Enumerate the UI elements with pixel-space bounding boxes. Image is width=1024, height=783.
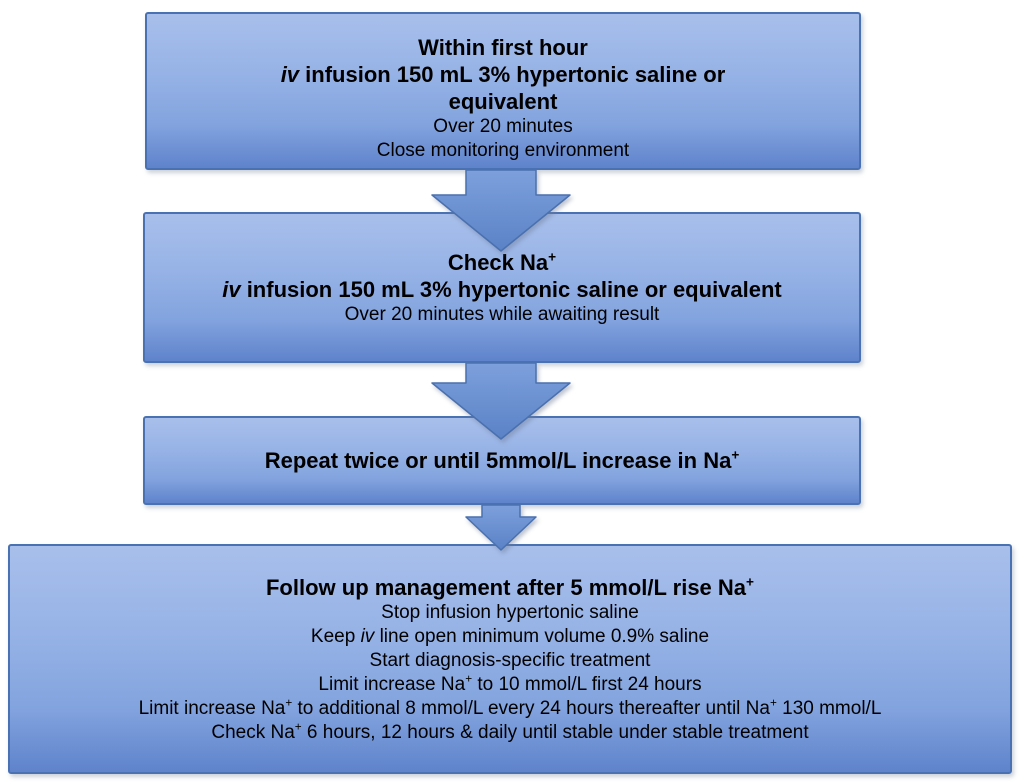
flow-box-line: Start diagnosis-specific treatment	[369, 649, 651, 671]
flow-box-line: Follow up management after 5 mmol/L rise…	[265, 574, 754, 600]
flow-box-line: Close monitoring environment	[376, 139, 630, 161]
flow-box-line: Keep iv line open minimum volume 0.9% sa…	[310, 625, 710, 647]
flow-box-line: Check Na+ 6 hours, 12 hours & daily unti…	[211, 720, 809, 743]
down-arrow-icon	[465, 505, 537, 551]
flow-box-line: Repeat twice or until 5mmol/L increase i…	[264, 447, 740, 473]
down-arrow-icon	[431, 170, 571, 252]
flow-box-line: iv infusion 150 mL 3% hypertonic saline …	[222, 276, 782, 302]
flow-box-follow-up: Follow up management after 5 mmol/L rise…	[8, 544, 1012, 774]
flow-box-line: Over 20 minutes while awaiting result	[344, 303, 660, 325]
flow-box-line: Limit increase Na+ to 10 mmol/L first 24…	[318, 672, 702, 695]
flow-box-line: Check Na+	[447, 249, 557, 275]
flow-box-line: Within first hour	[418, 34, 588, 60]
down-arrow-icon	[431, 363, 571, 440]
flow-box-line: Limit increase Na+ to additional 8 mmol/…	[138, 696, 882, 719]
flow-box-line: Stop infusion hypertonic saline	[381, 601, 639, 623]
flow-box-line: iv infusion 150 mL 3% hypertonic saline …	[280, 61, 726, 87]
flow-box-line: Over 20 minutes	[433, 115, 573, 137]
flow-box-line: equivalent	[448, 88, 558, 114]
